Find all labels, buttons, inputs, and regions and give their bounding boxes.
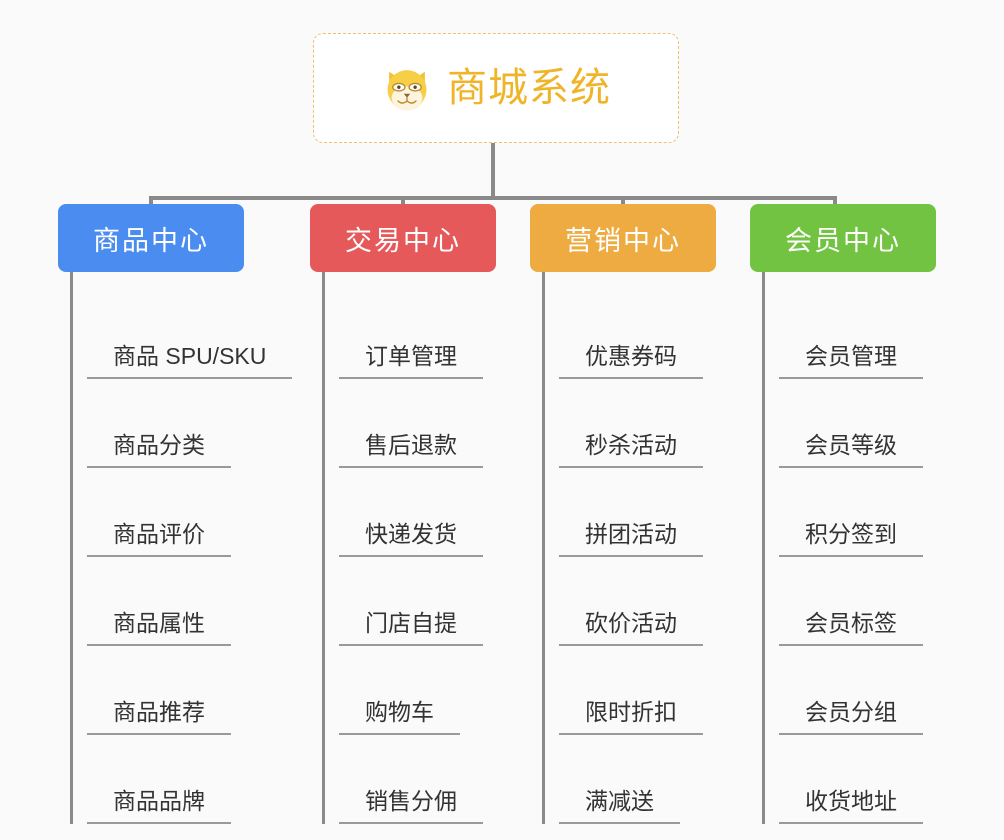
list-item[interactable]: 商品分类 <box>87 379 270 468</box>
leaf-label: 满减送 <box>559 788 680 824</box>
leaf-label: 售后退款 <box>339 432 483 468</box>
leaf-label: 积分签到 <box>779 521 923 557</box>
list-item[interactable]: 秒杀活动 <box>559 379 742 468</box>
list-item[interactable]: 积分签到 <box>779 468 962 557</box>
list-item[interactable]: 购物车 <box>339 646 522 735</box>
list-item[interactable]: 商品评价 <box>87 468 270 557</box>
category-header-product[interactable]: 商品中心 <box>58 204 244 272</box>
category-column-marketing: 营销中心 优惠券码 秒杀活动 拼团活动 砍价活动 限时折扣 满减送 <box>530 204 750 824</box>
list-item[interactable]: 快递发货 <box>339 468 522 557</box>
connector-bus-horizontal <box>149 196 837 200</box>
leaf-label: 商品 SPU/SKU <box>87 343 293 379</box>
list-item[interactable]: 收货地址 <box>779 735 962 824</box>
leaf-label: 商品属性 <box>87 610 231 646</box>
category-column-trade: 交易中心 订单管理 售后退款 快递发货 门店自提 购物车 销售分佣 <box>310 204 530 824</box>
leaf-label: 会员标签 <box>779 610 923 646</box>
list-item[interactable]: 销售分佣 <box>339 735 522 824</box>
leaf-list-marketing: 优惠券码 秒杀活动 拼团活动 砍价活动 限时折扣 满减送 <box>542 272 742 824</box>
connector-trunk-vertical <box>491 143 495 199</box>
leaf-label: 快递发货 <box>339 521 483 557</box>
list-item[interactable]: 满减送 <box>559 735 742 824</box>
list-item[interactable]: 砍价活动 <box>559 557 742 646</box>
list-item[interactable]: 门店自提 <box>339 557 522 646</box>
list-item[interactable]: 会员标签 <box>779 557 962 646</box>
leaf-label: 门店自提 <box>339 610 483 646</box>
leaf-list-product: 商品 SPU/SKU 商品分类 商品评价 商品属性 商品推荐 商品品牌 <box>70 272 293 824</box>
category-header-member[interactable]: 会员中心 <box>750 204 936 272</box>
root-title: 商城系统 <box>447 66 611 110</box>
category-column-member: 会员中心 会员管理 会员等级 积分签到 会员标签 会员分组 收货地址 <box>750 204 970 824</box>
leaf-label: 收货地址 <box>779 788 923 824</box>
category-header-label: 营销中心 <box>565 225 681 256</box>
category-header-label: 商品中心 <box>93 225 209 256</box>
leaf-label: 销售分佣 <box>339 788 483 824</box>
leaf-label: 拼团活动 <box>559 521 703 557</box>
leaf-label: 限时折扣 <box>559 699 703 735</box>
list-item[interactable]: 会员管理 <box>779 290 962 379</box>
leaf-label: 商品推荐 <box>87 699 231 735</box>
category-header-trade[interactable]: 交易中心 <box>310 204 496 272</box>
category-column-product: 商品中心 商品 SPU/SKU 商品分类 商品评价 商品属性 商品推荐 商品品牌 <box>58 204 293 824</box>
category-header-label: 会员中心 <box>785 225 901 256</box>
shiba-dog-face-icon <box>381 62 433 114</box>
leaf-list-trade: 订单管理 售后退款 快递发货 门店自提 购物车 销售分佣 <box>322 272 522 824</box>
list-item[interactable]: 限时折扣 <box>559 646 742 735</box>
list-item[interactable]: 售后退款 <box>339 379 522 468</box>
list-item[interactable]: 商品 SPU/SKU <box>87 290 293 379</box>
leaf-label: 砍价活动 <box>559 610 703 646</box>
root-node-shop-system[interactable]: 商城系统 <box>313 33 679 143</box>
leaf-label: 会员分组 <box>779 699 923 735</box>
category-header-marketing[interactable]: 营销中心 <box>530 204 716 272</box>
list-item[interactable]: 会员分组 <box>779 646 962 735</box>
leaf-label: 订单管理 <box>339 343 483 379</box>
leaf-label: 优惠券码 <box>559 343 703 379</box>
list-item[interactable]: 商品品牌 <box>87 735 270 824</box>
list-item[interactable]: 商品属性 <box>87 557 270 646</box>
leaf-list-member: 会员管理 会员等级 积分签到 会员标签 会员分组 收货地址 <box>762 272 962 824</box>
leaf-label: 会员管理 <box>779 343 923 379</box>
list-item[interactable]: 优惠券码 <box>559 290 742 379</box>
leaf-label: 商品分类 <box>87 432 231 468</box>
leaf-label: 商品评价 <box>87 521 231 557</box>
leaf-label: 购物车 <box>339 699 460 735</box>
category-header-label: 交易中心 <box>345 225 461 256</box>
leaf-label: 商品品牌 <box>87 788 231 824</box>
leaf-label: 秒杀活动 <box>559 432 703 468</box>
list-item[interactable]: 拼团活动 <box>559 468 742 557</box>
list-item[interactable]: 会员等级 <box>779 379 962 468</box>
list-item[interactable]: 订单管理 <box>339 290 522 379</box>
leaf-label: 会员等级 <box>779 432 923 468</box>
list-item[interactable]: 商品推荐 <box>87 646 270 735</box>
